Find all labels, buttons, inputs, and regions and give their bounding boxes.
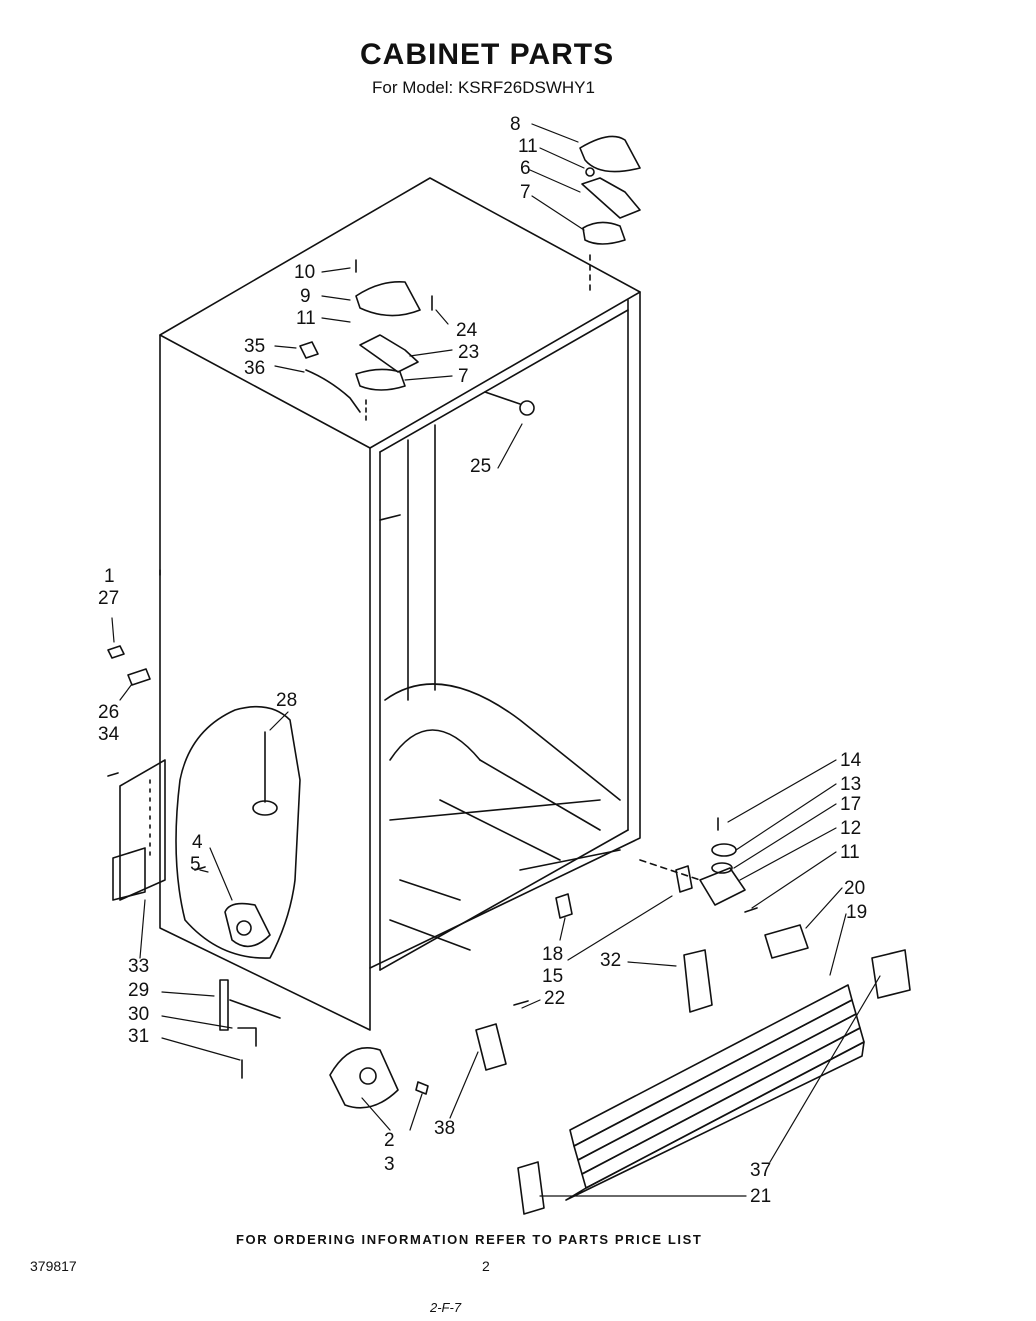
toe-grille	[517, 949, 911, 1215]
callout-label: 8	[510, 114, 521, 135]
cabinet-body	[159, 177, 701, 1031]
callout-label: 28	[276, 690, 297, 711]
callout-label: 29	[128, 980, 149, 1001]
callout-label: 38	[434, 1118, 455, 1139]
callout-label: 27	[98, 588, 119, 609]
callout-label: 23	[458, 342, 479, 363]
callout-label: 30	[128, 1004, 149, 1025]
callout-label: 4	[192, 832, 203, 853]
mid-hinge-assembly	[299, 259, 433, 421]
callout-label: 37	[750, 1160, 771, 1181]
leader-lines	[111, 123, 881, 1197]
cutaway-roller-area	[175, 705, 301, 959]
part-25-plug	[484, 391, 535, 416]
callout-label: 26	[98, 702, 119, 723]
callout-label: 10	[294, 262, 315, 283]
callout-label: 32	[600, 950, 621, 971]
callout-label: 14	[840, 750, 862, 771]
callout-label: 35	[244, 336, 265, 357]
callout-label: 1	[104, 566, 115, 587]
callout-label: 20	[844, 878, 865, 899]
callout-label: 13	[840, 774, 861, 795]
callout-label: 18	[542, 944, 563, 965]
handwritten-code: 2-F-7	[430, 1300, 462, 1315]
callout-labels: 8 11 6 7 10 9 11 24 35 23 36 7 25 1 27 2…	[98, 114, 867, 1207]
callout-label: 33	[128, 956, 149, 977]
callout-label: 2	[384, 1130, 395, 1151]
callout-label: 19	[846, 902, 867, 923]
left-bracket-assembly	[107, 645, 166, 901]
callout-label: 17	[840, 794, 861, 815]
callout-label: 11	[296, 308, 316, 329]
callout-label: 24	[456, 320, 478, 341]
callout-label: 11	[518, 136, 538, 157]
callout-label: 5	[190, 854, 201, 875]
callout-label: 21	[750, 1186, 771, 1207]
ordering-note: FOR ORDERING INFORMATION REFER TO PARTS …	[236, 1232, 703, 1247]
callout-label: 22	[544, 988, 565, 1009]
front-left-hinge-parts	[219, 979, 281, 1079]
right-bracket-parts	[555, 817, 809, 1013]
model-line: For Model: KSRF26DSWHY1	[372, 78, 595, 97]
callout-label: 31	[128, 1026, 149, 1047]
callout-label: 9	[300, 286, 311, 307]
callout-label: 6	[520, 158, 531, 179]
callout-label: 15	[542, 966, 563, 987]
callout-label: 36	[244, 358, 265, 379]
document-number: 379817	[30, 1258, 77, 1274]
top-hinge-assembly	[579, 135, 641, 291]
callout-label: 12	[840, 818, 861, 839]
page-number: 2	[482, 1258, 490, 1274]
callout-label: 34	[98, 724, 120, 745]
callout-label: 7	[458, 366, 469, 387]
callout-label: 25	[470, 456, 491, 477]
callout-label: 11	[840, 842, 860, 863]
callout-label: 7	[520, 182, 531, 203]
page-title: CABINET PARTS	[360, 38, 615, 71]
bottom-hinge-parts	[329, 1000, 529, 1109]
callout-label: 3	[384, 1154, 395, 1175]
